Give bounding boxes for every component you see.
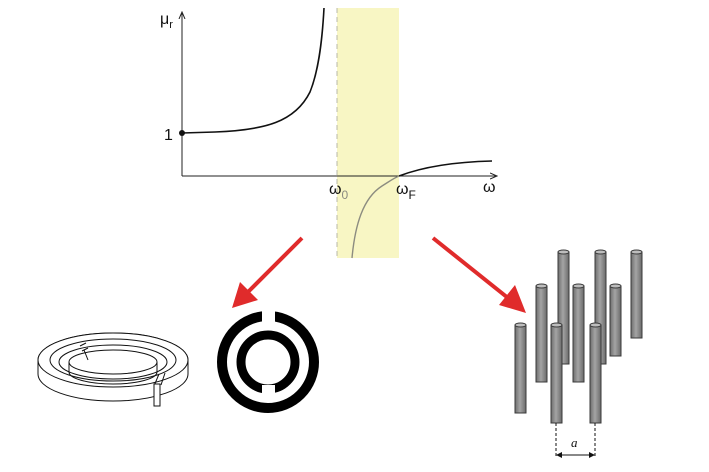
rod: [589, 322, 602, 424]
rod: [630, 249, 643, 339]
rod: [572, 283, 585, 383]
y-axis-label: μ: [160, 11, 169, 28]
permeability-graph: μr 1 ω0 ωF ω: [160, 7, 497, 259]
spacing-label: a: [571, 435, 578, 450]
spacing-dimension: [555, 423, 596, 458]
positive-mu-curve: [181, 7, 325, 134]
tick-one-label: 1: [164, 127, 173, 144]
svg-text:ωF: ωF: [396, 181, 416, 202]
omegaF-subscript: F: [409, 188, 416, 202]
inner-ring-gap: [262, 385, 275, 399]
rod: [557, 249, 570, 365]
rod: [609, 283, 622, 357]
wire-array: [514, 249, 643, 424]
rod: [550, 322, 563, 424]
outer-ring-gap: [262, 308, 275, 324]
split-ring-3d-sketch: [37, 332, 189, 407]
frequency-band-highlight: [337, 8, 399, 258]
high-frequency-curve: [398, 160, 493, 177]
y-axis-subscript: r: [169, 19, 173, 31]
left-red-arrow: [232, 236, 304, 308]
right-red-arrow: [431, 236, 526, 313]
omega0-subscript: 0: [342, 188, 349, 202]
split-ring-2d: [217, 308, 319, 413]
x-axis-label: ω: [483, 179, 496, 196]
omegaF-label: ω: [396, 181, 409, 198]
negative-mu-curve: [351, 175, 400, 259]
omega0-label: ω: [329, 181, 342, 198]
rod: [535, 283, 548, 383]
svg-text:ω0: ω0: [329, 181, 349, 202]
svg-text:μr: μr: [160, 11, 173, 31]
rod: [514, 322, 527, 414]
